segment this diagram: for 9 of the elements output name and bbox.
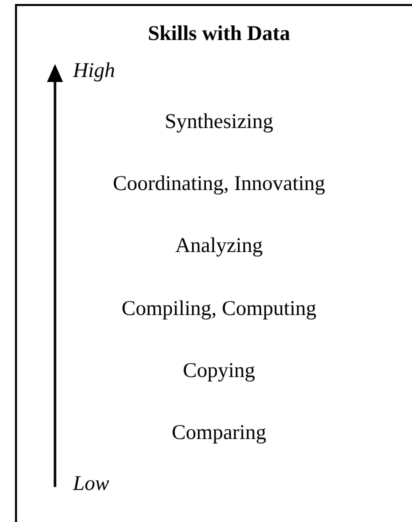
skill-label: Comparing	[172, 422, 266, 443]
diagram-title: Skills with Data	[148, 23, 290, 44]
scale-label: Low	[73, 473, 110, 494]
skill-label: Coordinating, Innovating	[112, 173, 326, 194]
scale-label: High	[73, 60, 115, 81]
skill-label: Compiling, Computing	[122, 298, 316, 319]
skill-label: Analyzing	[175, 235, 263, 256]
skill-label: Synthesizing	[164, 111, 274, 132]
skill-label: Copying	[182, 360, 256, 381]
